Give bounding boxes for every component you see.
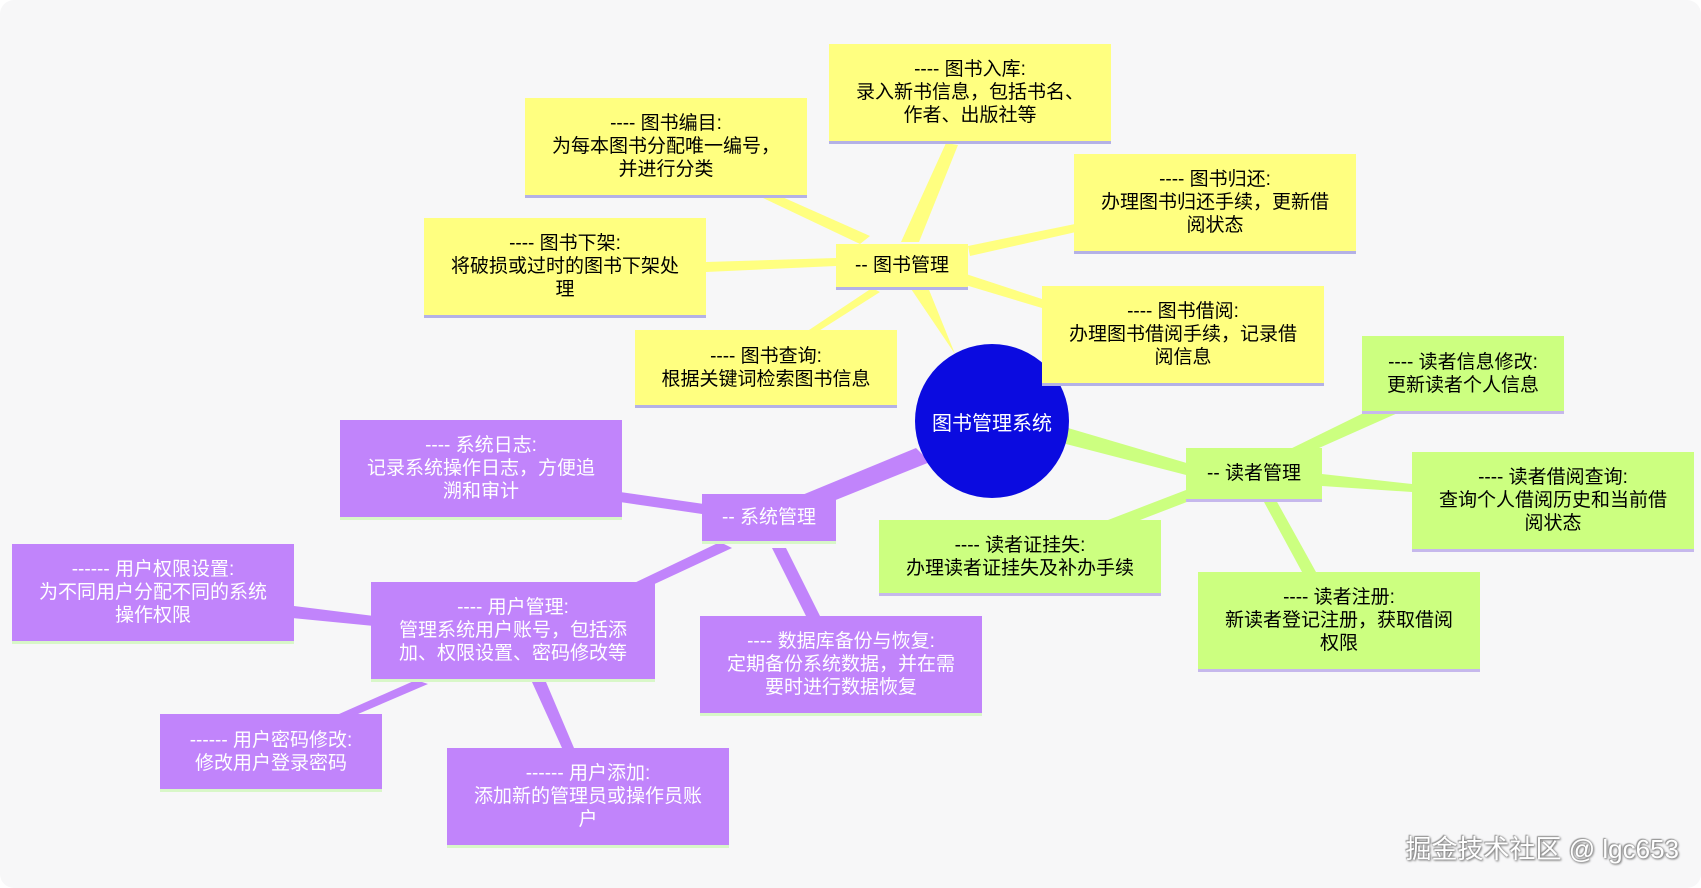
link-system-log bbox=[620, 492, 704, 514]
node-book-catalog[interactable]: ---- 图书编目: 为每本图书分配唯一编号， 并进行分类 bbox=[525, 98, 807, 198]
node-desc: 溯和审计 bbox=[442, 481, 519, 502]
link-book-returning bbox=[968, 224, 1076, 256]
link-root-reader bbox=[1066, 428, 1190, 476]
link-book-stock bbox=[901, 143, 958, 242]
node-reader-history[interactable]: ---- 读者借阅查询: 查询个人借阅历史和当前借 阅状态 bbox=[1412, 452, 1694, 552]
node-book-return[interactable]: ---- 图书归还: 办理图书归还手续，更新借 阅状态 bbox=[1074, 154, 1356, 254]
node-book-borrow[interactable]: ---- 图书借阅: 办理图书借阅手续，记录借 阅信息 bbox=[1042, 286, 1324, 386]
node-user-add[interactable]: ------ 用户添加: 添加新的管理员或操作员账 户 bbox=[447, 748, 729, 848]
node-reader-card-loss[interactable]: ---- 读者证挂失: 办理读者证挂失及补办手续 bbox=[879, 520, 1161, 596]
node-desc: 办理读者证挂失及补办手续 bbox=[905, 557, 1134, 579]
branch-reader-management[interactable]: -- 读者管理 bbox=[1186, 448, 1322, 502]
node-title: ---- 图书借阅: bbox=[1127, 301, 1239, 322]
node-desc: 户 bbox=[578, 809, 598, 830]
node-system-users[interactable]: ---- 用户管理: 管理系统用户账号，包括添 加、权限设置、密码修改等 bbox=[371, 582, 655, 682]
link-users-add bbox=[532, 682, 574, 748]
node-desc: 根据关键词检索图书信息 bbox=[661, 368, 871, 390]
node-desc: 并进行分类 bbox=[618, 159, 714, 180]
branch-label: -- 系统管理 bbox=[722, 507, 816, 528]
node-reader-register[interactable]: ---- 读者注册: 新读者登记注册，获取借阅 权限 bbox=[1198, 572, 1480, 672]
node-desc: 添加新的管理员或操作员账 bbox=[473, 786, 702, 807]
node-desc: 办理图书归还手续，更新借 bbox=[1100, 192, 1329, 213]
node-desc: 加、权限设置、密码修改等 bbox=[398, 643, 627, 664]
node-title: ---- 数据库备份与恢复: bbox=[747, 631, 935, 652]
branch-system-management[interactable]: -- 系统管理 bbox=[702, 494, 836, 544]
node-title: ---- 图书编目: bbox=[610, 113, 722, 134]
node-desc: 记录系统操作日志，方便追 bbox=[366, 458, 595, 479]
node-book-remove[interactable]: ---- 图书下架: 将破损或过时的图书下架处 理 bbox=[424, 218, 706, 318]
link-book-search bbox=[806, 288, 880, 334]
node-desc: 阅状态 bbox=[1186, 215, 1244, 236]
node-reader-info-edit[interactable]: ---- 读者信息修改: 更新读者个人信息 bbox=[1362, 336, 1564, 414]
node-title: ---- 读者证挂失: bbox=[954, 534, 1086, 556]
node-desc: 定期备份系统数据，并在需 bbox=[726, 654, 955, 675]
node-desc: 查询个人借阅历史和当前借 bbox=[1438, 490, 1667, 511]
node-title: ------ 用户添加: bbox=[525, 763, 651, 784]
link-system-backup bbox=[772, 548, 820, 616]
node-title: ---- 系统日志: bbox=[425, 435, 537, 456]
node-title: ------ 用户权限设置: bbox=[71, 559, 235, 580]
watermark-text: 掘金技术社区 @ lgc653 bbox=[1405, 834, 1679, 864]
node-title: ---- 读者借阅查询: bbox=[1478, 467, 1628, 488]
node-desc: 阅信息 bbox=[1154, 347, 1212, 368]
node-desc: 要时进行数据恢复 bbox=[764, 677, 917, 698]
link-book-remove bbox=[706, 258, 836, 272]
node-desc: 办理图书借阅手续，记录借 bbox=[1068, 324, 1297, 345]
node-desc: 权限 bbox=[1319, 633, 1358, 654]
branch-book-management[interactable]: -- 图书管理 bbox=[836, 244, 968, 290]
link-users-permission bbox=[292, 606, 374, 626]
node-title: ------ 用户密码修改: bbox=[189, 729, 353, 751]
node-title: ---- 用户管理: bbox=[457, 597, 569, 618]
link-users-password bbox=[330, 680, 428, 720]
node-desc: 修改用户登录密码 bbox=[194, 752, 347, 774]
node-desc: 新读者登记注册，获取借阅 bbox=[1224, 610, 1453, 631]
link-root-book bbox=[905, 280, 955, 354]
node-system-backup[interactable]: ---- 数据库备份与恢复: 定期备份系统数据，并在需 要时进行数据恢复 bbox=[700, 616, 982, 716]
node-title: ---- 图书下架: bbox=[509, 233, 621, 254]
node-desc: 为不同用户分配不同的系统 bbox=[38, 582, 267, 603]
node-book-search[interactable]: ---- 图书查询: 根据关键词检索图书信息 bbox=[635, 330, 897, 408]
node-title: ---- 图书入库: bbox=[914, 59, 1026, 80]
node-user-permission[interactable]: ------ 用户权限设置: 为不同用户分配不同的系统 操作权限 bbox=[12, 544, 294, 644]
link-book-catalog bbox=[763, 192, 870, 244]
node-desc: 更新读者个人信息 bbox=[1386, 374, 1539, 396]
link-reader-info bbox=[1284, 402, 1400, 460]
node-desc: 阅状态 bbox=[1524, 513, 1582, 534]
node-desc: 作者、出版社等 bbox=[903, 105, 1037, 126]
node-desc: 理 bbox=[555, 279, 575, 300]
node-desc: 为每本图书分配唯一编号， bbox=[551, 136, 780, 157]
link-system-users bbox=[632, 542, 732, 588]
node-desc: 录入新书信息，包括书名、 bbox=[855, 82, 1084, 103]
link-reader-register bbox=[1264, 500, 1316, 572]
link-book-borrow bbox=[962, 274, 1045, 308]
node-user-password[interactable]: ------ 用户密码修改: 修改用户登录密码 bbox=[160, 714, 382, 792]
node-desc: 将破损或过时的图书下架处 bbox=[450, 256, 679, 277]
link-reader-history bbox=[1322, 474, 1412, 492]
branch-label: -- 读者管理 bbox=[1207, 463, 1301, 484]
node-title: ---- 读者注册: bbox=[1283, 587, 1395, 608]
node-title: ---- 读者信息修改: bbox=[1388, 351, 1538, 373]
node-desc: 操作权限 bbox=[114, 605, 191, 626]
node-system-log[interactable]: ---- 系统日志: 记录系统操作日志，方便追 溯和审计 bbox=[340, 420, 622, 520]
node-title: ---- 图书查询: bbox=[710, 345, 822, 367]
branch-label: -- 图书管理 bbox=[855, 255, 949, 276]
node-desc: 管理系统用户账号，包括添 bbox=[398, 620, 627, 641]
node-book-stock[interactable]: ---- 图书入库: 录入新书信息，包括书名、 作者、出版社等 bbox=[829, 44, 1111, 144]
root-label: 图书管理系统 bbox=[932, 412, 1052, 435]
node-title: ---- 图书归还: bbox=[1159, 169, 1271, 190]
